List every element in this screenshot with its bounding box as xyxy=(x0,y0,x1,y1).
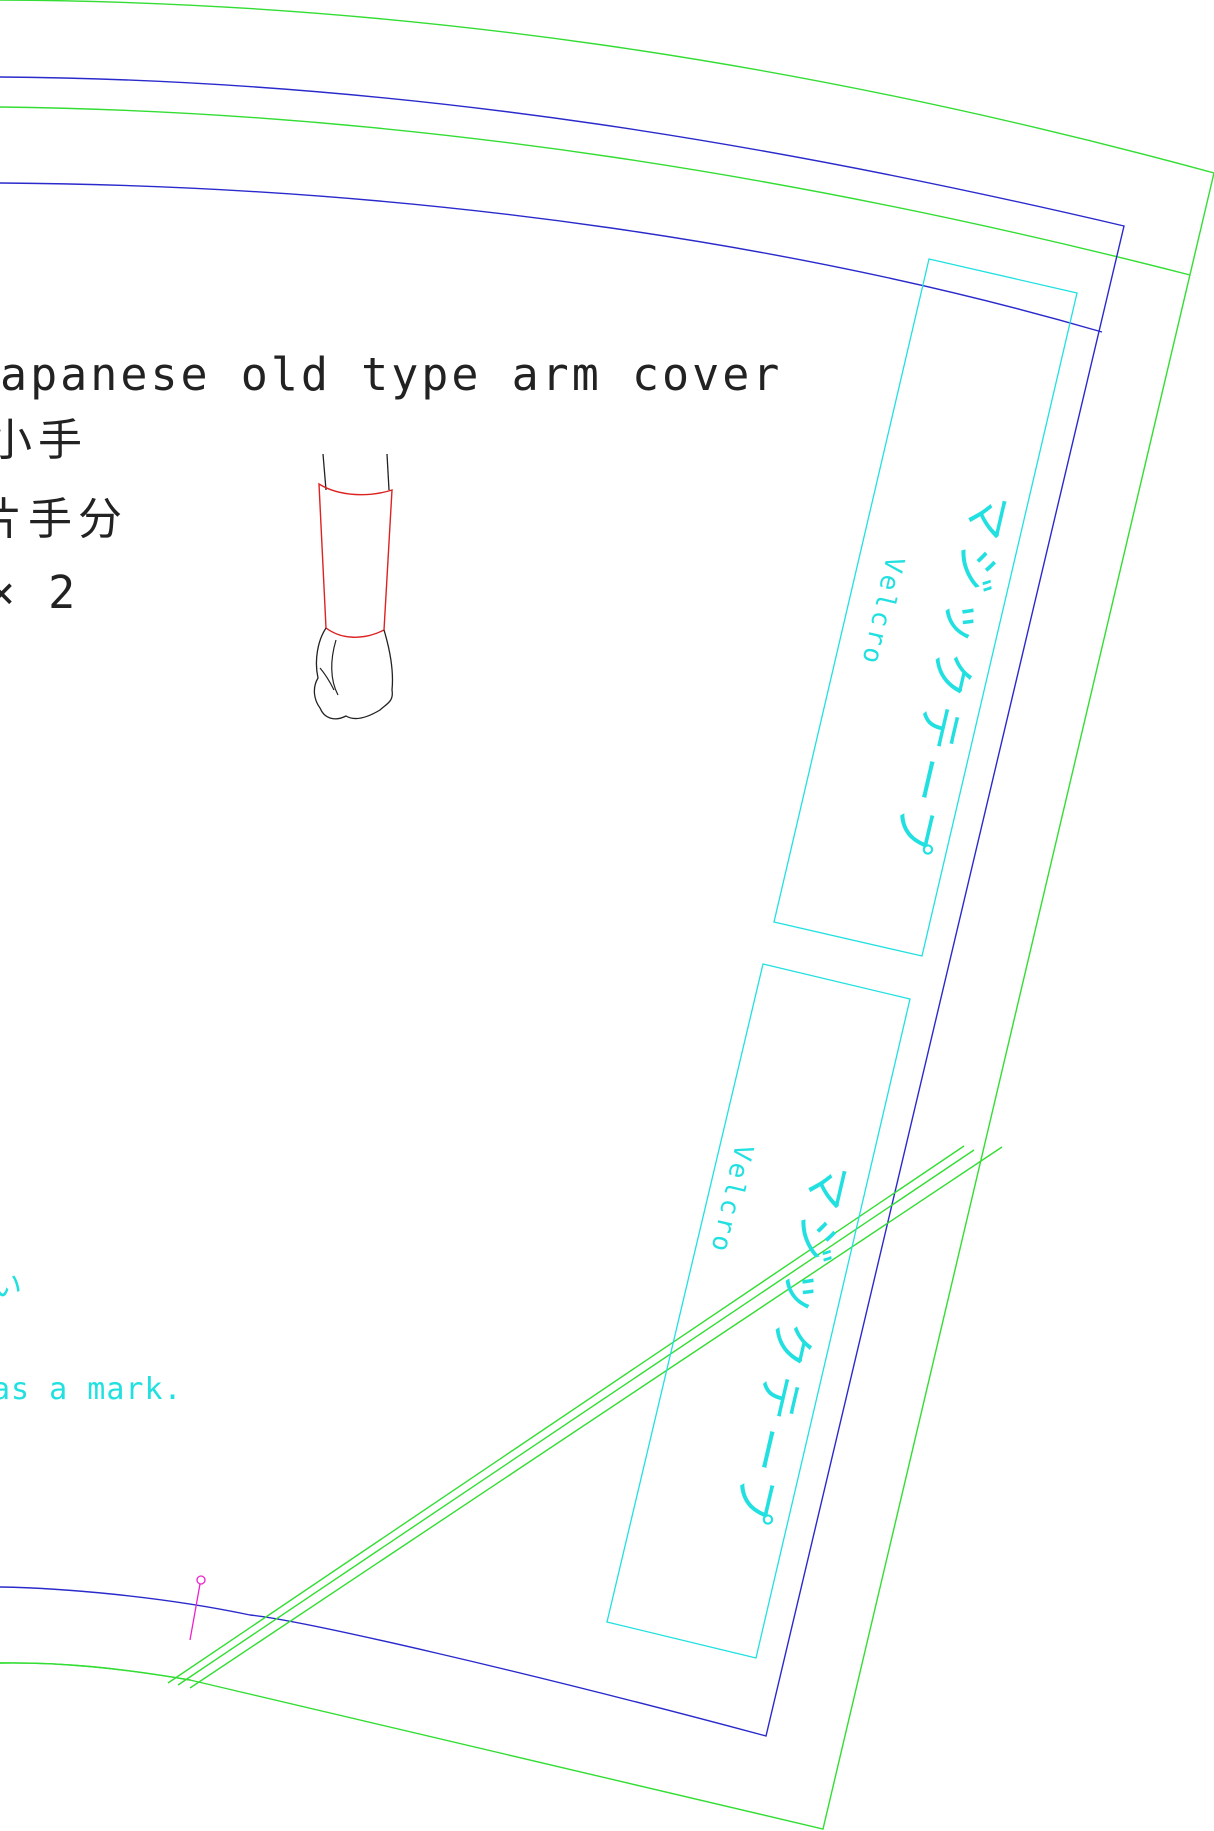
note-fragment-i: い xyxy=(0,1269,23,1304)
velcro-lower-label-en: Velcro xyxy=(704,1141,758,1257)
velcro-upper-rect xyxy=(773,258,1078,957)
title-line-english: apanese old type arm cover xyxy=(0,348,782,401)
title-line-one-hand: 片手分 xyxy=(0,494,128,545)
arm-with-cover-illustration xyxy=(313,453,394,720)
velcro-upper-label-en: Velcro xyxy=(855,553,909,669)
title-line-kote: 小手 xyxy=(0,415,88,466)
inner-seam-line xyxy=(0,182,1103,333)
note-fragment-mark: as a mark. xyxy=(0,1372,183,1407)
diagonal-fold-lines xyxy=(167,1145,1003,1689)
velcro-lower-rect xyxy=(606,963,911,1659)
pin-mark-icon xyxy=(189,1575,206,1641)
velcro-upper-label-jp: マジックテープ xyxy=(882,488,1019,866)
seam-allowance-line xyxy=(0,106,1191,276)
title-line-times-two: × 2 xyxy=(0,566,78,619)
bottom-cut-curve xyxy=(0,1662,191,1681)
outer-seam-line xyxy=(0,76,1125,1737)
